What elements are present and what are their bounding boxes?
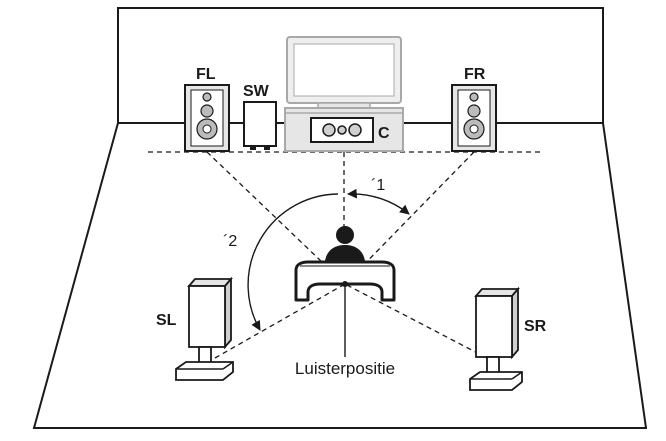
sr-side bbox=[511, 286, 519, 360]
sr-base bbox=[469, 371, 523, 391]
front-left-speaker bbox=[184, 84, 230, 152]
tv bbox=[284, 36, 404, 152]
note-angle-1: ´1 bbox=[371, 177, 385, 194]
sl-top bbox=[187, 278, 233, 287]
front-right-speaker bbox=[451, 84, 497, 152]
fr-midrange bbox=[467, 104, 481, 118]
center-woofer-right bbox=[348, 123, 362, 137]
line-sr bbox=[344, 283, 488, 359]
surround-left-speaker bbox=[175, 276, 234, 381]
label-surround-right: SR bbox=[524, 318, 547, 335]
back-wall bbox=[117, 7, 604, 123]
sr-top bbox=[474, 288, 520, 297]
subwoofer bbox=[243, 101, 277, 150]
angle-arc-1 bbox=[347, 188, 410, 215]
label-surround-left: SL bbox=[156, 312, 177, 329]
sl-base bbox=[175, 361, 234, 381]
sofa bbox=[294, 260, 396, 302]
label-center: C bbox=[378, 125, 390, 142]
fr-woofer-cap bbox=[469, 124, 479, 134]
listener bbox=[325, 226, 365, 261]
note-angle-2: ´2 bbox=[223, 233, 237, 250]
angle-arc-2 bbox=[247, 193, 339, 331]
surround-right-speaker bbox=[469, 286, 523, 391]
sr-base-corner bbox=[511, 371, 523, 380]
listening-position-label: Luisterpositie bbox=[295, 359, 395, 378]
fl-woofer-cap bbox=[202, 124, 212, 134]
sw-foot-left bbox=[250, 146, 256, 150]
listener-head bbox=[336, 226, 354, 244]
fl-midrange bbox=[200, 104, 214, 118]
label-front-left: FL bbox=[196, 66, 216, 83]
label-subwoofer: SW bbox=[243, 83, 270, 100]
sl-front bbox=[188, 285, 226, 348]
sr-front bbox=[475, 295, 513, 358]
sw-cabinet bbox=[243, 101, 277, 147]
fl-tweeter bbox=[202, 92, 212, 102]
sl-base-corner bbox=[222, 361, 234, 370]
line-fl bbox=[206, 151, 346, 285]
tv-screen-inner bbox=[293, 43, 395, 97]
floor-outline bbox=[32, 122, 648, 429]
line-sl bbox=[214, 283, 346, 359]
room-outline bbox=[32, 7, 648, 429]
listener-shoulders bbox=[325, 245, 365, 261]
center-woofer-left bbox=[322, 123, 336, 137]
center-speaker bbox=[310, 117, 374, 143]
label-front-right: FR bbox=[464, 66, 486, 83]
fr-tweeter bbox=[469, 92, 479, 102]
center-tweeter bbox=[337, 125, 347, 135]
sw-foot-right bbox=[264, 146, 270, 150]
